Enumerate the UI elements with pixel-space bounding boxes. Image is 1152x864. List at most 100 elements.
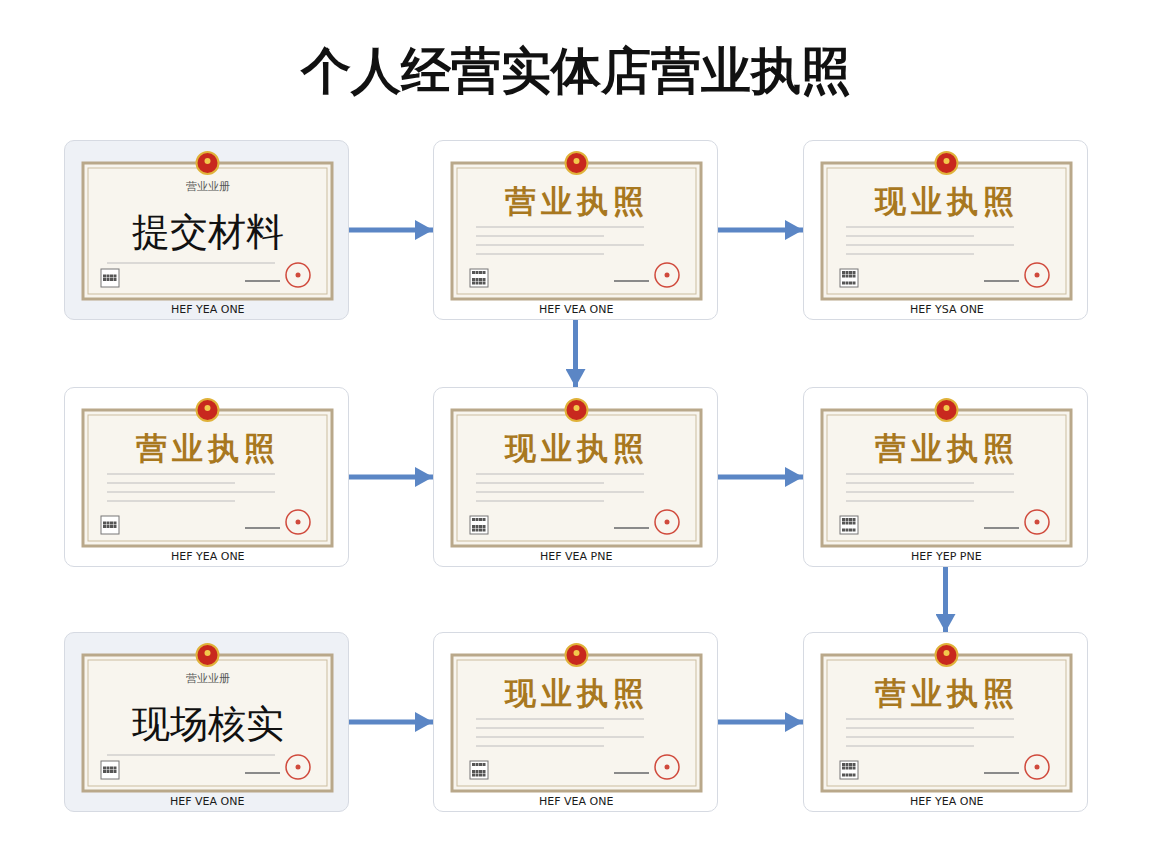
qr-dot	[479, 525, 482, 528]
emblem-star	[574, 405, 580, 411]
card-caption: HEF VEA PNE	[540, 550, 612, 563]
certificate-border	[827, 415, 1066, 541]
certificate-text-line	[846, 727, 974, 728]
qr-code	[101, 761, 119, 779]
qr-dot	[103, 275, 106, 278]
qr-dot	[846, 767, 849, 770]
certificate-text-line	[846, 736, 1014, 737]
qr-dot	[849, 522, 852, 525]
signature-line	[984, 527, 1019, 529]
qr-dot	[479, 763, 482, 766]
seal-star	[665, 765, 670, 770]
qr-dot	[849, 518, 852, 521]
card-header: 营业业册	[186, 179, 230, 194]
certificate-text-line	[107, 491, 275, 492]
qr-dot	[849, 774, 852, 777]
flow-arrow	[349, 720, 433, 725]
qr-dot	[114, 767, 117, 770]
certificate-text-line	[476, 226, 644, 227]
card-title: 营业执照	[875, 428, 1019, 470]
card-caption: HEF VEA ONE	[539, 795, 613, 808]
seal-star	[296, 765, 301, 770]
qr-dot	[479, 529, 482, 532]
national-emblem	[936, 399, 958, 421]
qr-dot	[107, 278, 110, 281]
certificate-border	[88, 415, 327, 541]
certificate-text-line	[846, 244, 1014, 245]
qr-dot	[476, 278, 479, 281]
flow-arrow	[718, 228, 803, 233]
qr-dot	[472, 774, 475, 777]
certificate-text-line	[107, 754, 275, 755]
qr-dot	[483, 770, 486, 773]
certificate-border	[457, 168, 696, 294]
card-title: 营业执照	[505, 181, 649, 223]
signature-line	[245, 280, 280, 282]
certificate-illustration	[434, 633, 719, 813]
qr-dot	[846, 275, 849, 278]
certificate-text-line	[107, 500, 235, 501]
qr-dot	[479, 774, 482, 777]
certificate-text-line	[846, 226, 1014, 227]
license-card: 现业执照 HEF VEA PNE	[433, 387, 718, 567]
red-seal	[655, 755, 679, 779]
qr-dot	[476, 774, 479, 777]
qr-dot	[472, 271, 475, 274]
qr-code	[470, 761, 488, 779]
certificate-paper	[83, 410, 332, 546]
national-emblem	[197, 152, 219, 174]
emblem-star	[944, 405, 950, 411]
qr-dot	[483, 282, 486, 285]
qr-dot	[114, 278, 117, 281]
certificate-paper	[822, 163, 1071, 299]
card-title: 现业执照	[505, 428, 649, 470]
qr-dot	[110, 770, 113, 773]
qr-dot	[846, 763, 849, 766]
certificate-text-line	[107, 262, 275, 263]
red-seal	[286, 510, 310, 534]
flow-arrow	[349, 475, 433, 480]
qr-dot	[472, 763, 475, 766]
certificate-paper	[822, 655, 1071, 791]
qr-dot	[846, 522, 849, 525]
card-overlay: 现场核实	[128, 699, 288, 750]
qr-dot	[853, 518, 856, 521]
qr-dot	[110, 522, 113, 525]
qr-dot	[472, 278, 475, 281]
qr-dot	[853, 271, 856, 274]
card-caption: HEF VEA ONE	[539, 303, 613, 316]
qr-dot	[853, 767, 856, 770]
license-card: 营业业册提交材料HEF YEA ONE	[64, 140, 349, 320]
seal-star	[296, 520, 301, 525]
qr-code	[840, 516, 858, 534]
card-title: 营业执照	[136, 428, 280, 470]
qr-dot	[842, 282, 845, 285]
signature-line	[984, 280, 1019, 282]
certificate-illustration	[434, 141, 719, 321]
certificate-illustration	[65, 388, 350, 568]
qr-dot	[846, 271, 849, 274]
national-emblem	[197, 644, 219, 666]
qr-code	[470, 516, 488, 534]
qr-dot	[853, 522, 856, 525]
qr-dot	[472, 525, 475, 528]
qr-dot	[476, 282, 479, 285]
qr-dot	[846, 774, 849, 777]
certificate-text-line	[476, 745, 604, 746]
qr-dot	[476, 518, 479, 521]
qr-dot	[849, 271, 852, 274]
qr-dot	[107, 770, 110, 773]
qr-dot	[103, 770, 106, 773]
qr-dot	[483, 529, 486, 532]
qr-dot	[842, 767, 845, 770]
certificate-text-line	[846, 491, 1014, 492]
emblem-star	[205, 158, 211, 164]
national-emblem	[566, 399, 588, 421]
certificate-illustration	[804, 388, 1089, 568]
signature-line	[245, 772, 280, 774]
certificate-paper	[452, 410, 701, 546]
certificate-text-line	[476, 235, 604, 236]
card-caption: HEF YEA ONE	[171, 550, 245, 563]
certificate-border	[88, 168, 327, 294]
certificate-border	[827, 168, 1066, 294]
